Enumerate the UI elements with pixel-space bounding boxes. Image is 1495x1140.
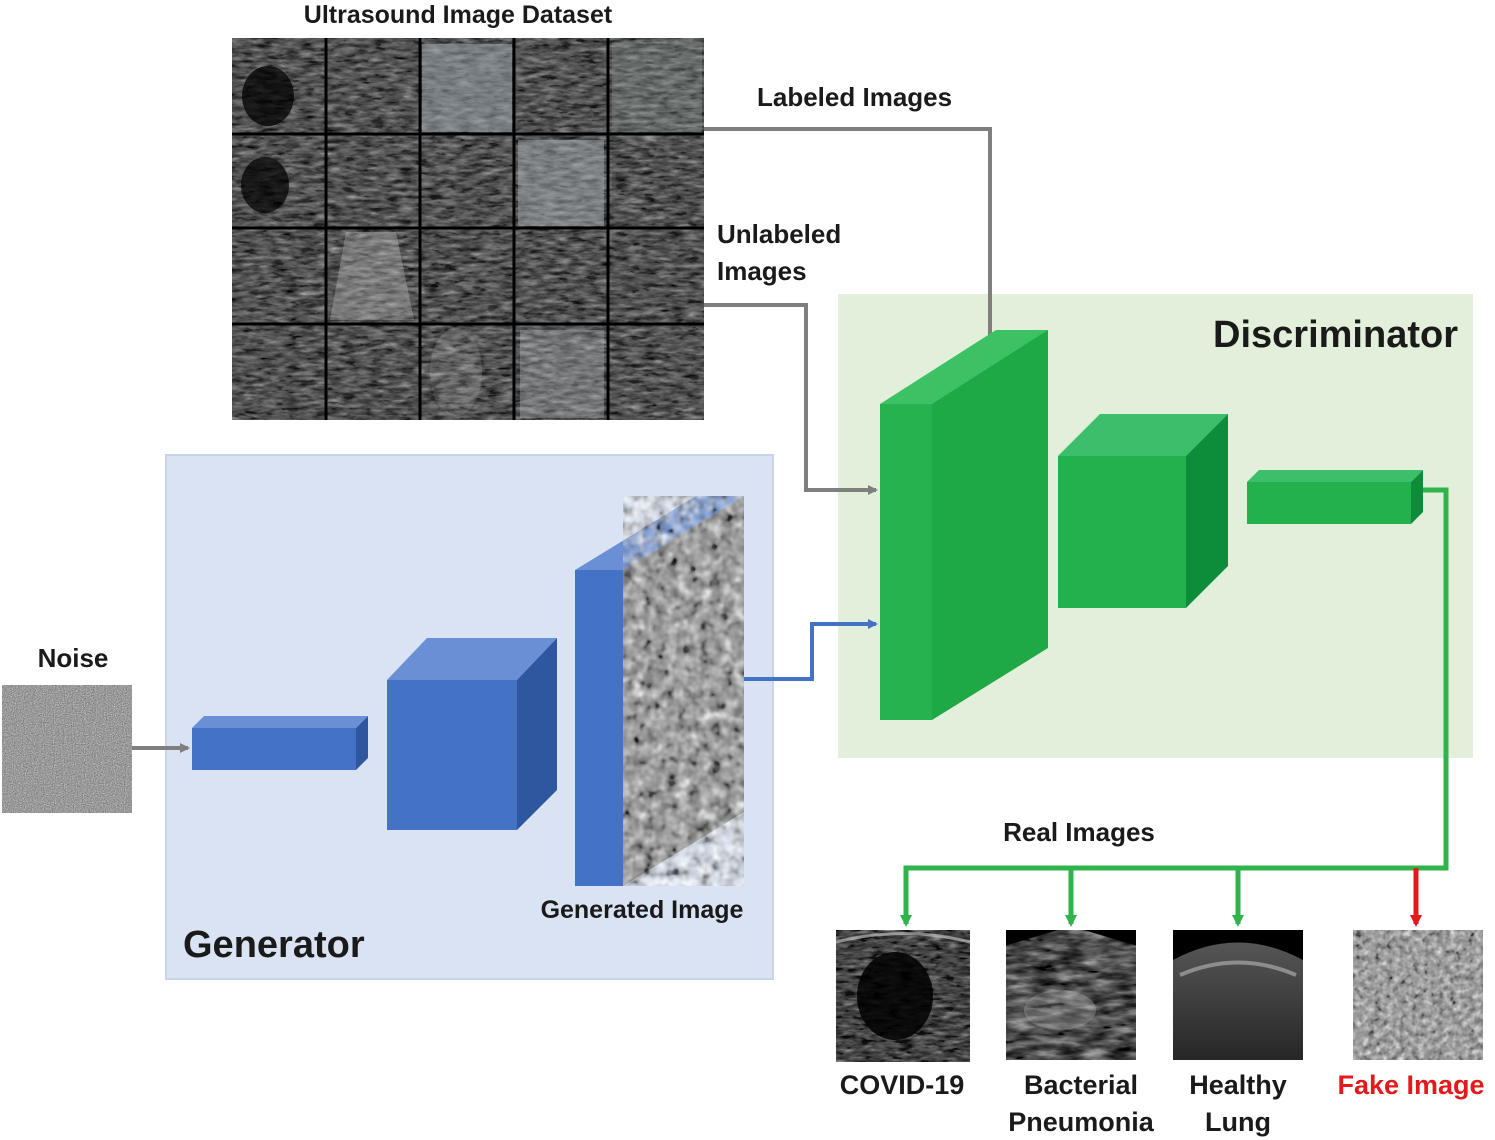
unlabeled-images-arrow: [704, 303, 878, 495]
unlabeled-images-label-line1: Unlabeled: [717, 219, 841, 249]
covid-thumbnail: [835, 930, 971, 1062]
generated-image-texture: [623, 496, 744, 886]
labeled-images-arrow: [704, 127, 995, 357]
output-label-healthy-line1: Healthy: [1189, 1070, 1287, 1100]
discriminator-layer-3: [1247, 470, 1423, 524]
noise-label: Noise: [38, 643, 109, 673]
real-images-label: Real Images: [1003, 817, 1155, 847]
output-label-bacterial-line1: Bacterial: [1024, 1070, 1138, 1100]
healthy-lung-thumbnail: [1173, 930, 1303, 1060]
dataset-image-grid: [232, 38, 704, 420]
labeled-images-label: Labeled Images: [757, 82, 952, 112]
output-label-covid: COVID-19: [840, 1070, 965, 1100]
generated-to-discriminator-arrow: [744, 619, 878, 681]
output-label-bacterial-line2: Pneumonia: [1008, 1107, 1155, 1137]
noise-image: [2, 685, 132, 813]
output-label-healthy-line2: Lung: [1205, 1107, 1271, 1137]
generator-layer-2: [387, 638, 557, 830]
fake-image-thumbnail: [1353, 930, 1483, 1060]
dataset-title: Ultrasound Image Dataset: [304, 1, 613, 29]
discriminator-title: Discriminator: [1213, 314, 1458, 356]
discriminator-layer-2: [1058, 414, 1228, 608]
unlabeled-images-label-line2: Images: [717, 256, 807, 286]
generator-output-block: [575, 496, 744, 886]
generator-layer-1: [192, 716, 368, 770]
generator-title: Generator: [183, 924, 365, 966]
output-label-fake: Fake Image: [1337, 1070, 1484, 1100]
discriminator-layer-1: [880, 330, 1048, 720]
generated-image-label: Generated Image: [541, 896, 744, 924]
bacterial-pneumonia-thumbnail: [1006, 930, 1136, 1060]
